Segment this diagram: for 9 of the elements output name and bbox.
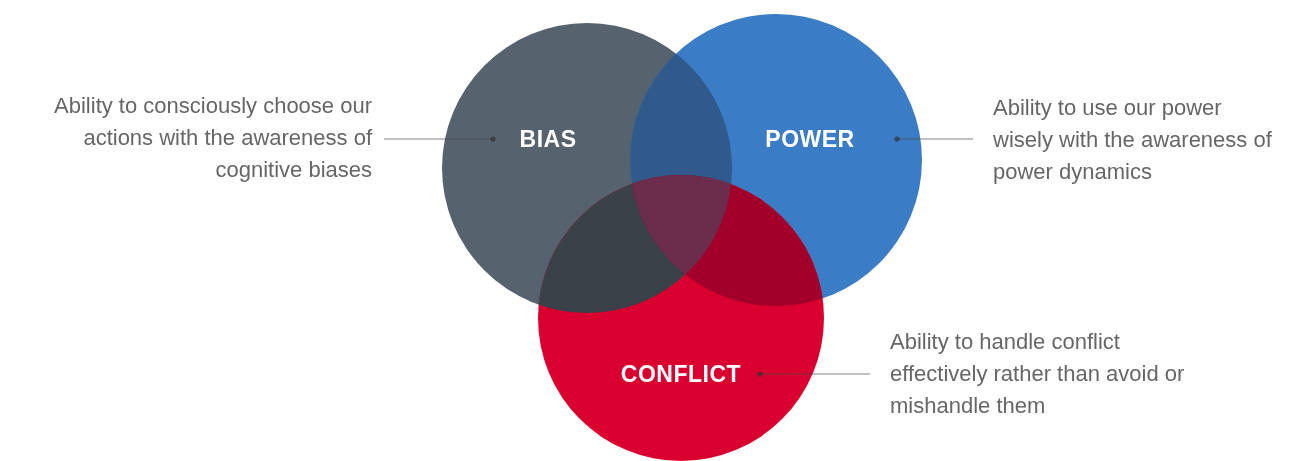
circle-label: BIAS bbox=[519, 125, 577, 153]
description-text: Ability to handle conflict effectively rather than avoid or mishandle them bbox=[890, 326, 1210, 422]
description-text: Ability to consciously choose our actions with the awareness of cognitive biases bbox=[32, 90, 372, 186]
leader-line bbox=[757, 371, 871, 377]
leader-line bbox=[894, 136, 974, 142]
description-text: Ability to use our power wisely with the awareness of power dynamics bbox=[993, 92, 1283, 188]
circle-label: POWER bbox=[765, 125, 855, 153]
leader-line bbox=[383, 136, 496, 142]
circle-label: CONFLICT bbox=[620, 360, 742, 388]
